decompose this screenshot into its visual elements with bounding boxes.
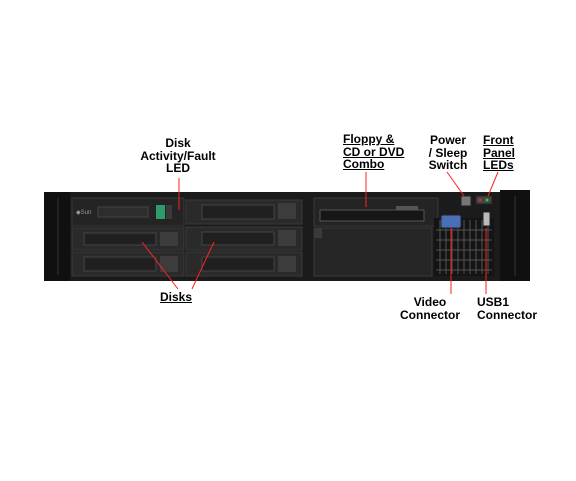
floppy-combo-line: Floppy & — [343, 132, 395, 146]
front-panel-leds-link[interactable]: Front Panel LEDs — [483, 134, 515, 172]
video-connector-label: Video Connector — [394, 296, 466, 321]
video-connector-label-line: Connector — [400, 307, 460, 322]
power-switch-label: Power / Sleep Switch — [424, 134, 472, 172]
optical-drive — [319, 209, 425, 222]
front-panel-leds — [475, 195, 493, 205]
sun-logo: ◆Sun — [76, 210, 91, 216]
leader-disks-1 — [141, 241, 179, 290]
left-rack-ear — [44, 192, 70, 281]
usb-connector-label-line: Connector — [477, 307, 537, 322]
disks-link[interactable]: Disks — [156, 291, 196, 304]
usb-port — [482, 211, 491, 227]
leader-front-panel — [487, 171, 499, 197]
leader-disks-2 — [191, 241, 215, 290]
disk-led — [156, 205, 165, 219]
usb-connector-label: USB1 Connector — [477, 296, 537, 321]
usb-connector-label-line: USB1 — [477, 295, 510, 309]
floppy-combo-line: Combo — [343, 157, 385, 171]
disk-led-label-line: LED — [166, 161, 190, 175]
video-port — [440, 214, 462, 229]
leader-power — [446, 171, 465, 197]
front-panel-leds-line: LEDs — [483, 158, 514, 172]
floppy-combo-line: CD or DVD — [343, 144, 405, 159]
floppy-combo-link[interactable]: Floppy & CD or DVD Combo — [343, 133, 404, 171]
video-connector-label-line: Video — [413, 295, 447, 309]
disk-led-label-line: Disk — [165, 136, 191, 150]
disks-label-line: Disks — [159, 290, 193, 304]
power-switch-label-line: Power — [429, 133, 466, 147]
front-panel-leds-line: Panel — [483, 145, 516, 160]
power-switch-label-line: / Sleep — [428, 145, 468, 160]
power-switch — [460, 195, 472, 207]
lower-blank-bay — [313, 227, 433, 277]
disk-led-label: Disk Activity/Fault LED — [132, 137, 224, 175]
disk-led-label-line: Activity/Fault — [140, 148, 216, 163]
power-switch-label-line: Switch — [428, 158, 468, 172]
front-panel-leds-line: Front — [483, 133, 514, 147]
